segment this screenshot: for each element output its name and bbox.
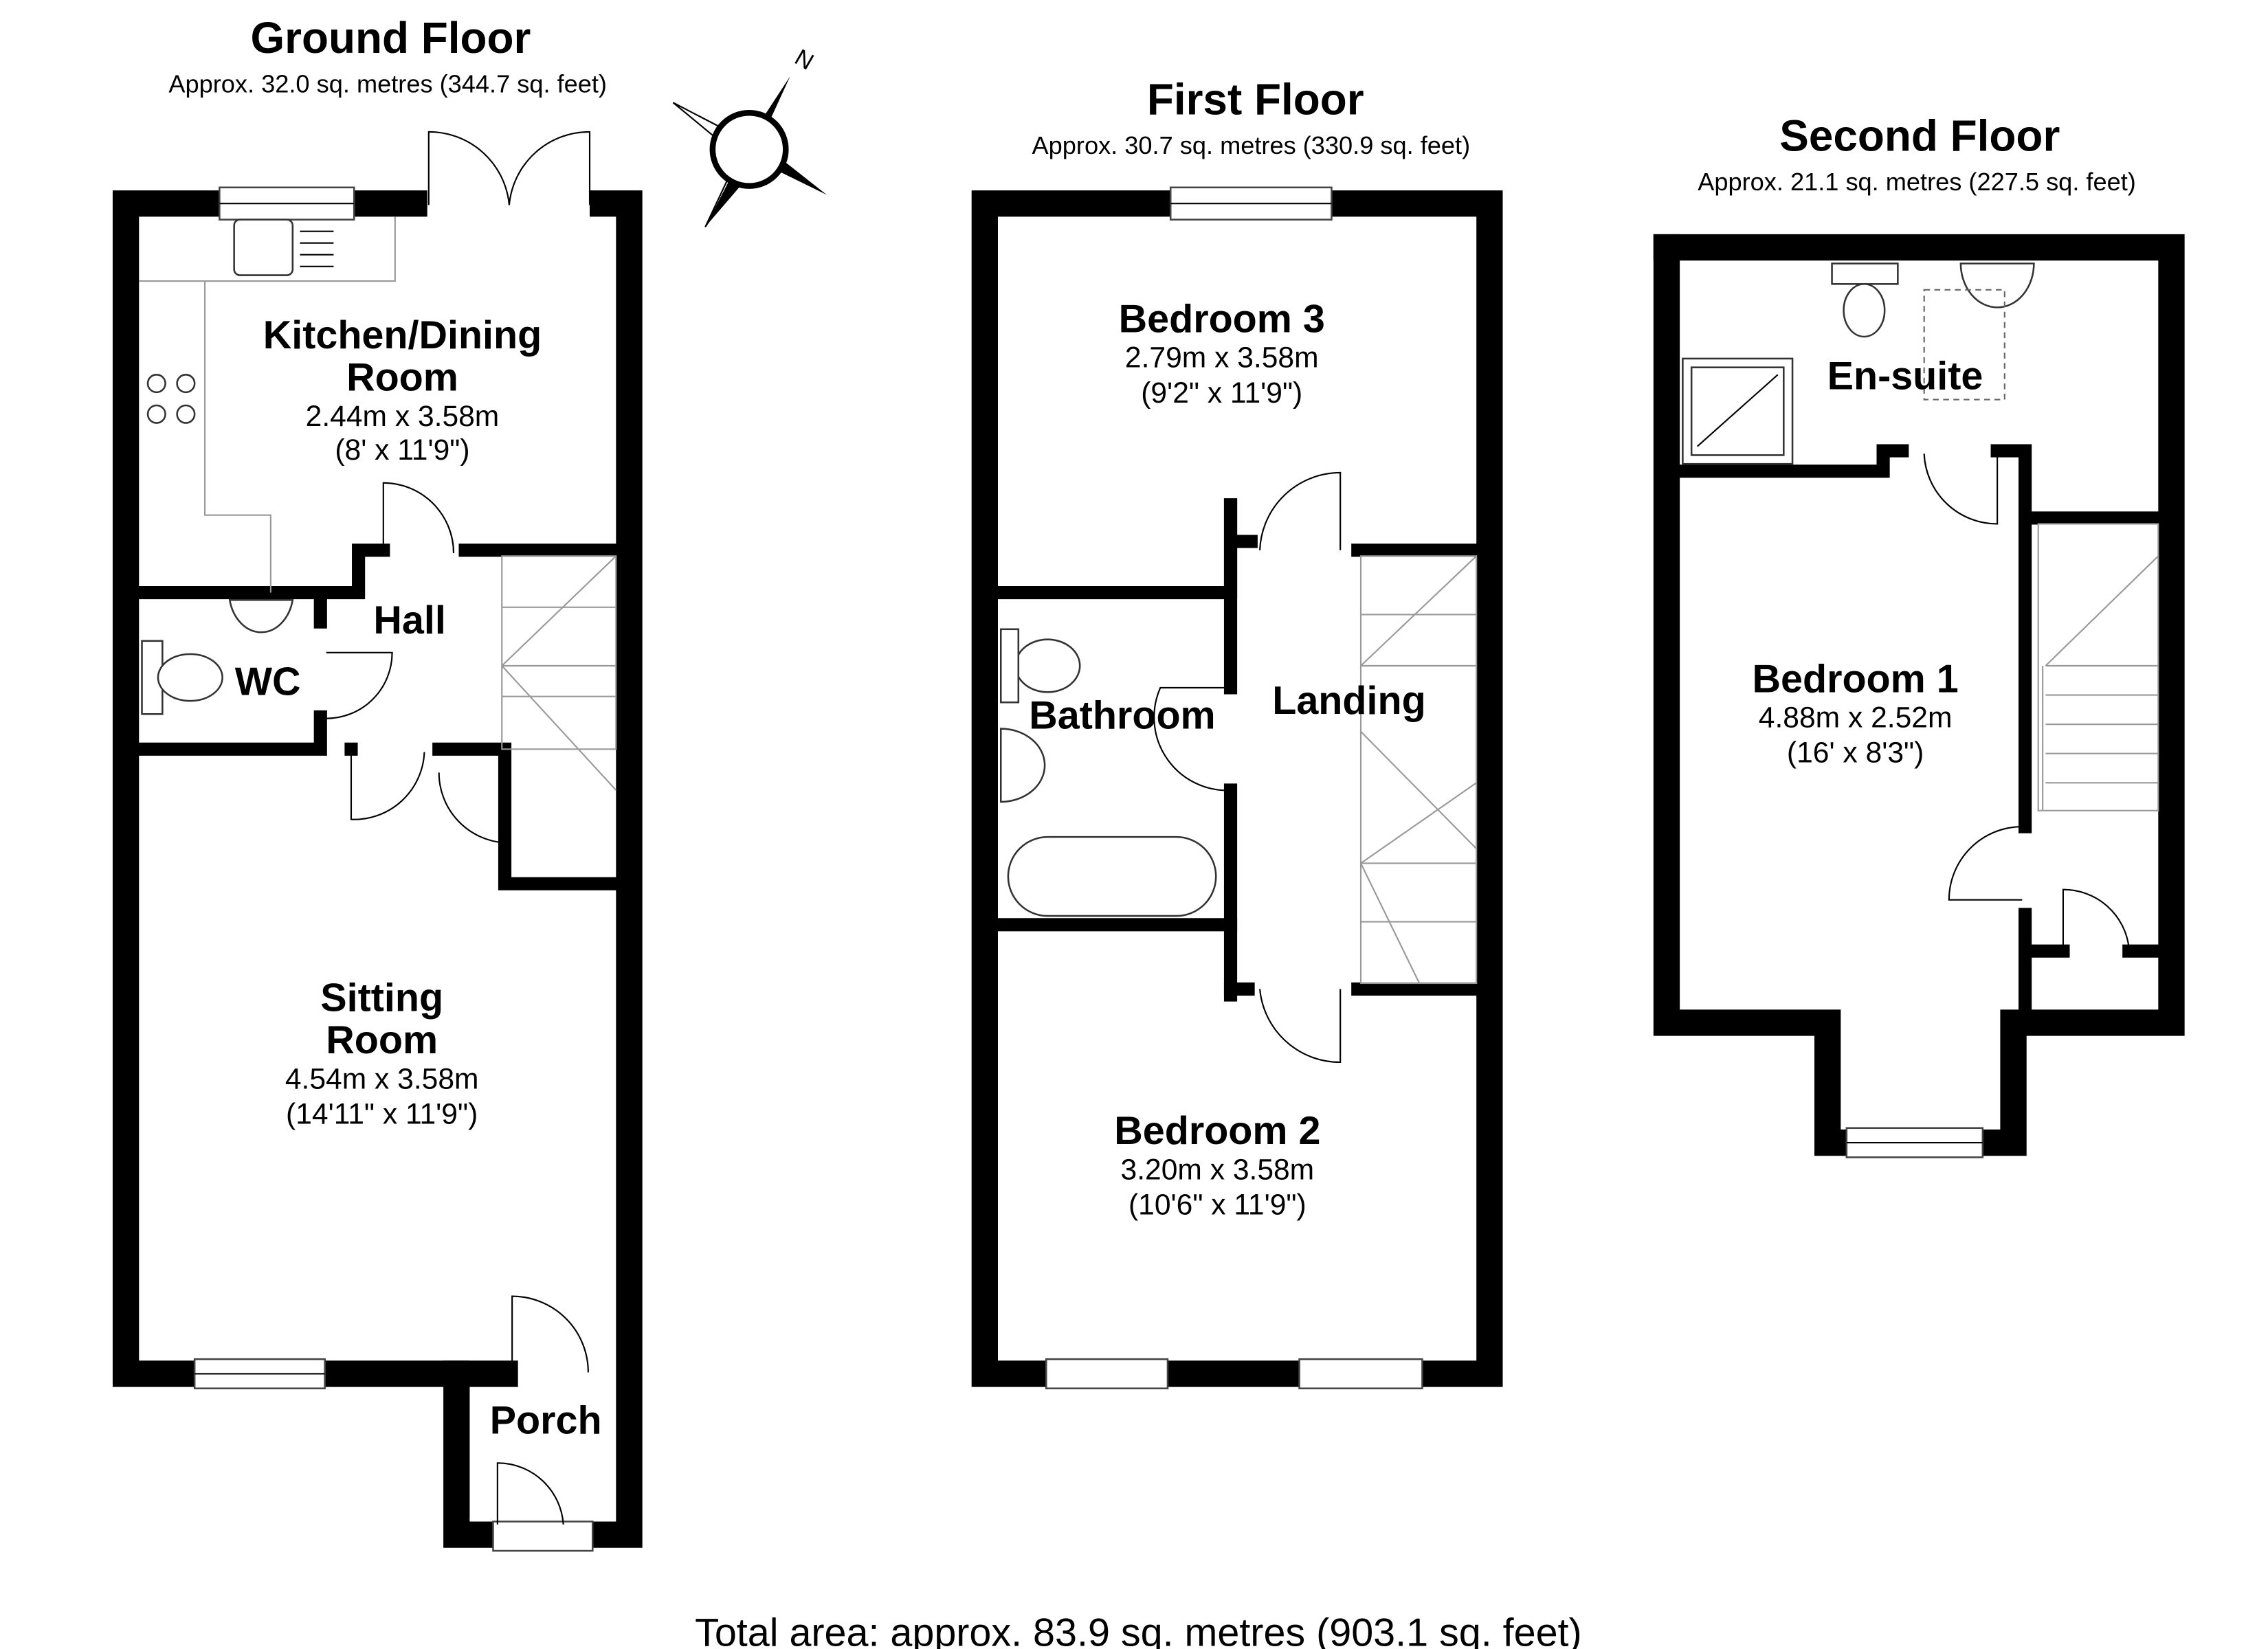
kitchen-dimensions-imperial: (8' x 11'9")	[335, 434, 469, 467]
en-suite-label: En-suite	[1827, 355, 1983, 399]
bedroom-1-dimensions-metric: 4.88m x 2.52m	[1759, 701, 1953, 734]
sitting-room-label: Sitting	[320, 976, 443, 1020]
sitting-room-label-line2: Room	[326, 1018, 438, 1062]
bedroom-1-dimensions-imperial: (16' x 8'3")	[1787, 737, 1924, 770]
first-floor-area: Approx. 30.7 sq. metres (330.9 sq. feet)	[1032, 131, 1471, 159]
ground-floor-plan	[112, 131, 643, 1552]
second-floor-title: Second Floor	[1779, 111, 2060, 161]
second-floor-plan	[1653, 234, 2185, 1158]
kitchen-label-line2: Room	[346, 356, 458, 400]
total-area: Total area: approx. 83.9 sq. metres (903…	[695, 1611, 1582, 1649]
ground-floor-title: Ground Floor	[250, 13, 531, 63]
first-floor-title: First Floor	[1147, 74, 1364, 124]
wc-label: WC	[235, 660, 301, 704]
first-floor-plan	[971, 186, 1503, 1390]
sitting-room-dimensions-metric: 4.54m x 3.58m	[285, 1062, 479, 1095]
landing-label: Landing	[1272, 679, 1425, 723]
bedroom-2-dimensions-metric: 3.20m x 3.58m	[1121, 1153, 1315, 1186]
ground-floor-area: Approx. 32.0 sq. metres (344.7 sq. feet)	[168, 69, 607, 98]
second-floor-area: Approx. 21.1 sq. metres (227.5 sq. feet)	[1698, 168, 2136, 196]
bedroom-3-dimensions-imperial: (9'2" x 11'9")	[1141, 377, 1302, 410]
kitchen-dimensions-metric: 2.44m x 3.58m	[306, 400, 500, 433]
sitting-room-dimensions-imperial: (14'11" x 11'9")	[286, 1097, 478, 1130]
bathroom-label: Bathroom	[1029, 694, 1215, 738]
hob-icon	[146, 374, 196, 424]
bedroom-2-dimensions-imperial: (10'6" x 11'9")	[1129, 1188, 1307, 1221]
hall-label: Hall	[373, 598, 445, 642]
kitchen-label: Kitchen/Dining	[263, 313, 542, 357]
porch-label: Porch	[490, 1399, 602, 1443]
bedroom-3-dimensions-metric: 2.79m x 3.58m	[1125, 341, 1319, 374]
bedroom-3-label: Bedroom 3	[1119, 298, 1325, 341]
bedroom-1-label: Bedroom 1	[1753, 657, 1959, 701]
bedroom-2-label: Bedroom 2	[1114, 1109, 1320, 1153]
